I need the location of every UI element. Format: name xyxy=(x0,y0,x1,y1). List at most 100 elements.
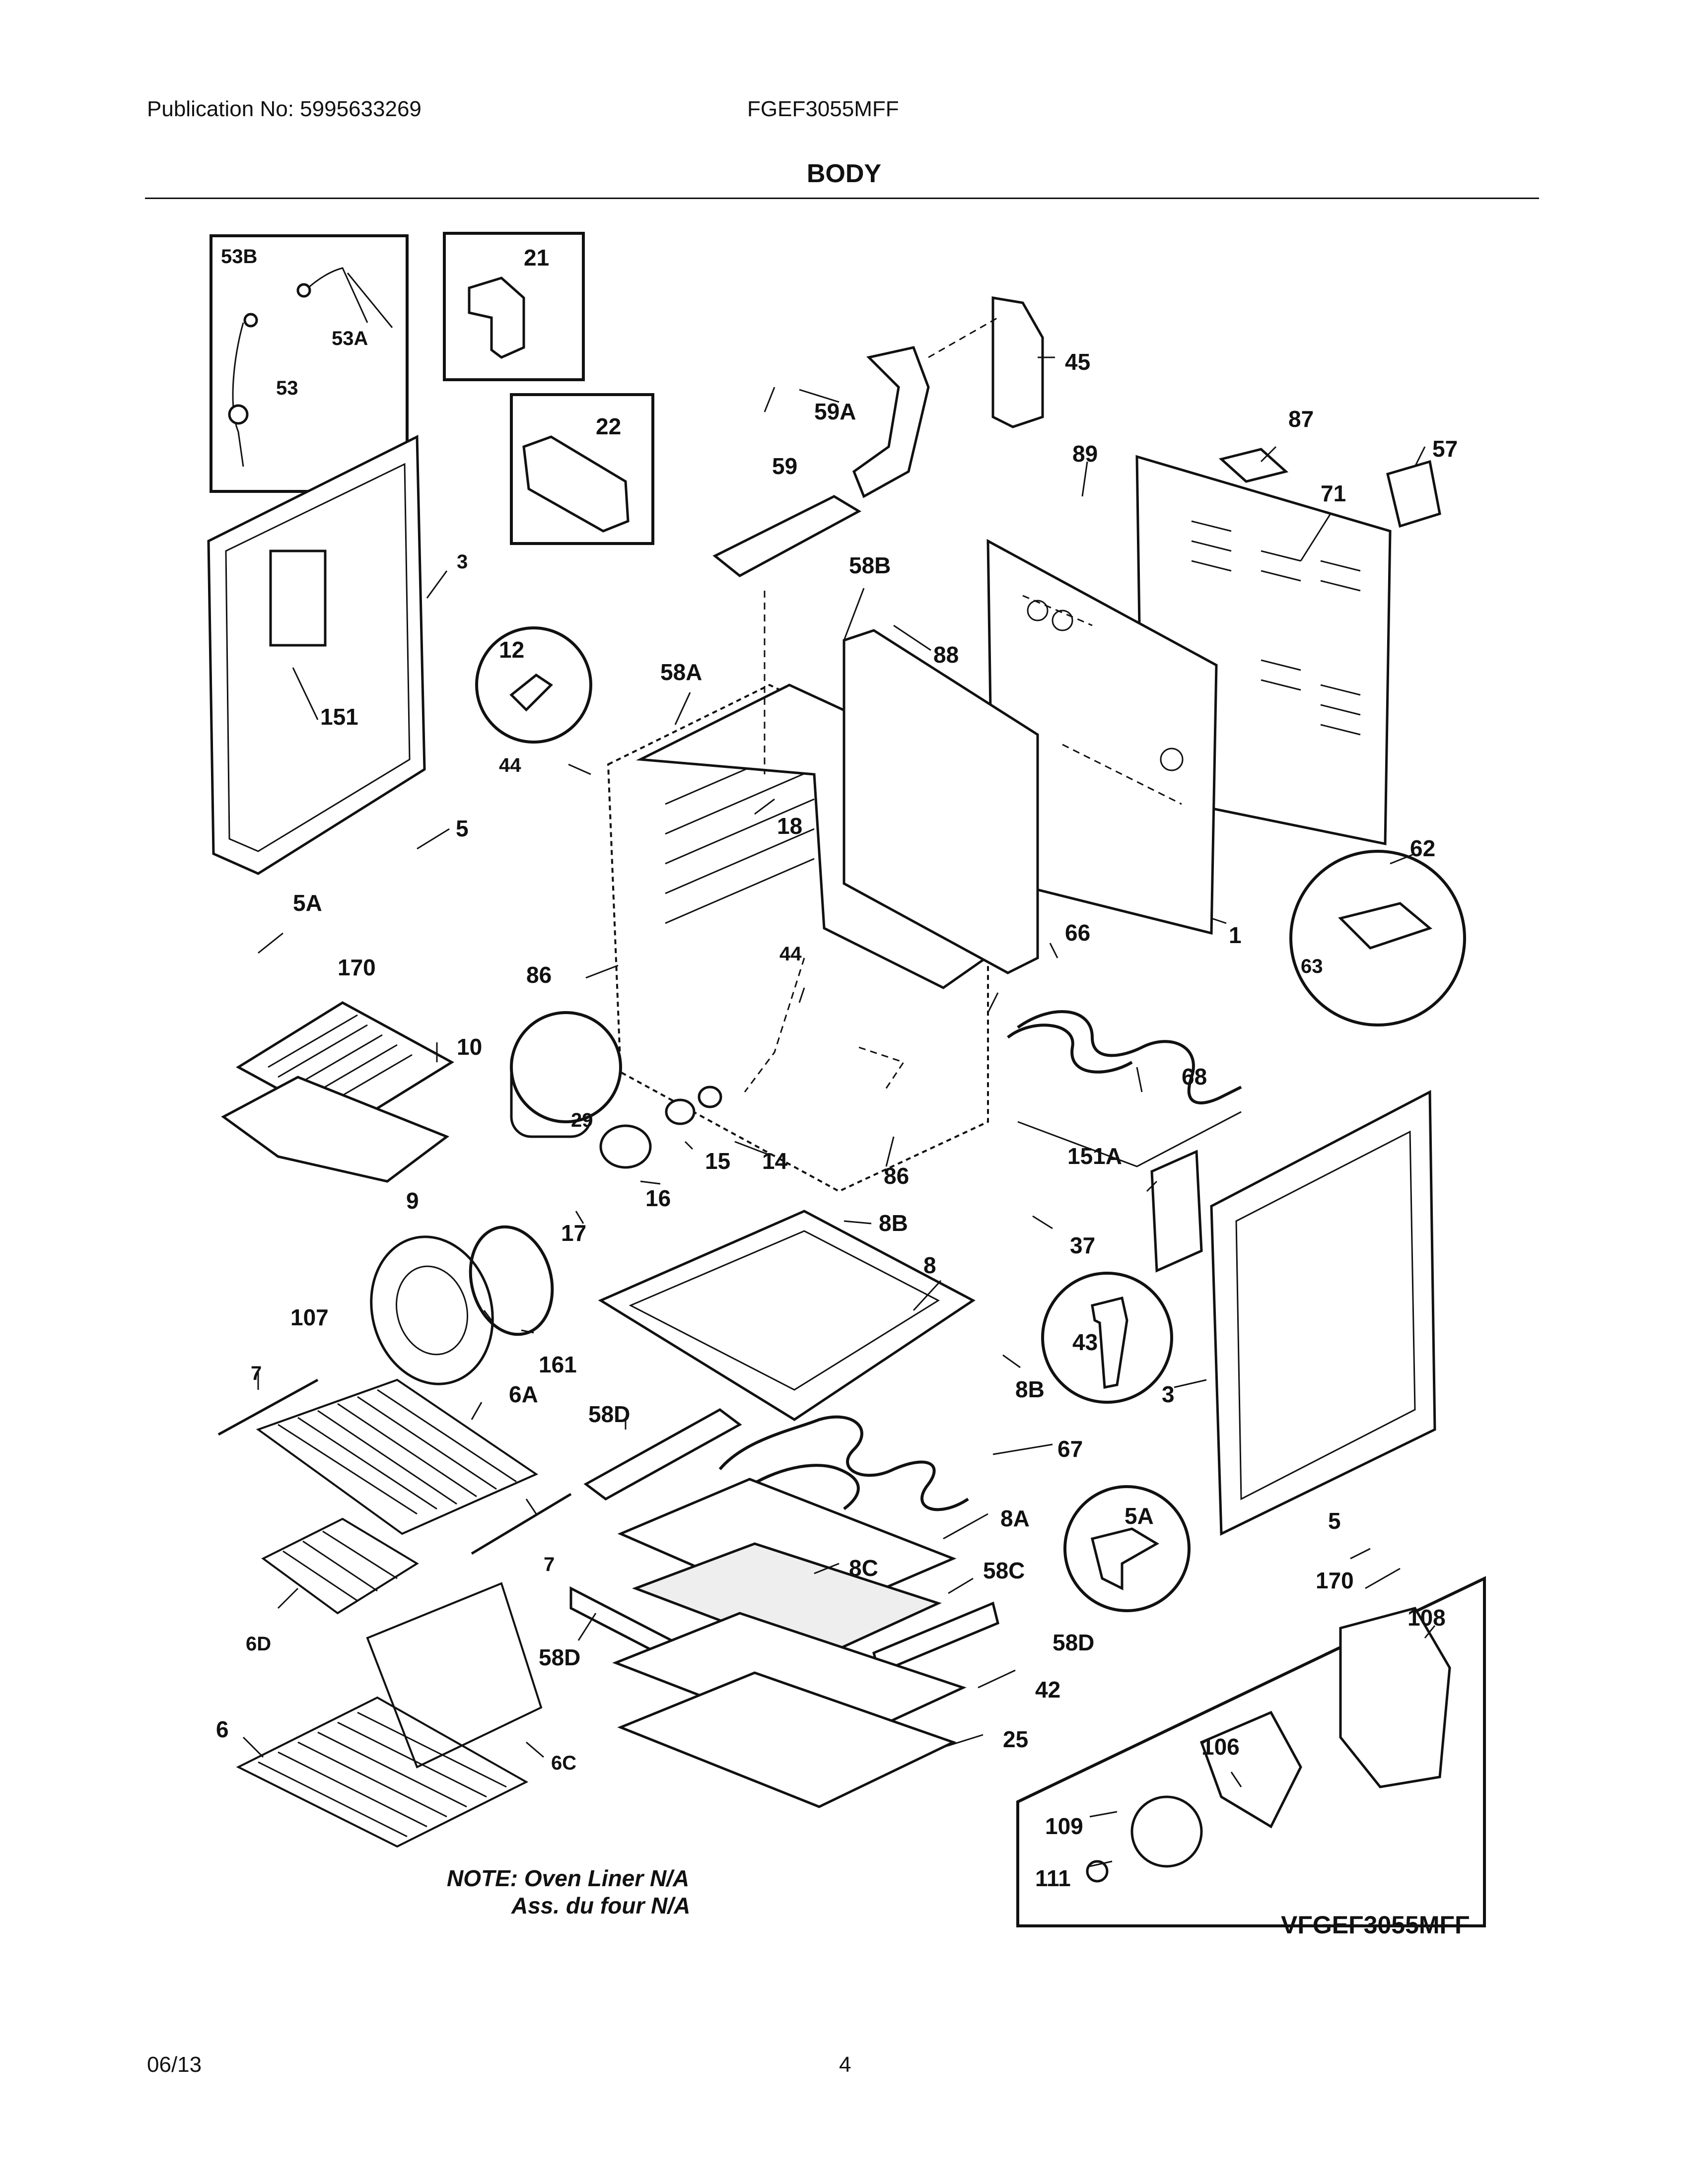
callout-8Bb: 8B xyxy=(1015,1376,1045,1402)
callout-67: 67 xyxy=(1057,1436,1083,1462)
model-number: FGEF3055MFF xyxy=(747,97,899,121)
callout-58Db: 58D xyxy=(539,1644,580,1670)
callout-14: 14 xyxy=(762,1148,788,1174)
callout-58B: 58B xyxy=(849,552,891,578)
rack-6D xyxy=(261,1517,419,1615)
callout-170a: 170 xyxy=(338,955,376,980)
callout-1: 1 xyxy=(1229,922,1242,948)
bracket-45 xyxy=(991,296,1044,428)
callout-161: 161 xyxy=(539,1352,577,1377)
callout-8: 8 xyxy=(923,1252,936,1278)
callout-71: 71 xyxy=(1321,480,1346,506)
callout-5b: 5 xyxy=(1328,1508,1341,1534)
callout-58Dc: 58D xyxy=(1053,1630,1094,1655)
callout-111: 111 xyxy=(1035,1865,1071,1891)
callout-87: 87 xyxy=(1288,406,1314,432)
page-title: BODY xyxy=(806,159,882,188)
publication-number: Publication No: 5995633269 xyxy=(147,97,422,121)
rack-6A xyxy=(256,1378,539,1535)
bracket-151A xyxy=(1150,1150,1203,1273)
callout-57: 57 xyxy=(1432,436,1458,462)
callout-106: 106 xyxy=(1201,1734,1240,1760)
callout-7b: 7 xyxy=(544,1554,555,1575)
callout-44b: 44 xyxy=(779,943,802,965)
fan-cover-107 xyxy=(370,1235,494,1385)
callout-45: 45 xyxy=(1065,349,1090,375)
footer-date: 06/13 xyxy=(147,2052,202,2077)
callout-7a: 7 xyxy=(251,1363,262,1384)
callout-107: 107 xyxy=(290,1304,329,1330)
callout-44a: 44 xyxy=(499,754,521,776)
callout-22: 22 xyxy=(596,413,621,439)
callout-8A: 8A xyxy=(1000,1505,1030,1531)
callout-86a: 86 xyxy=(526,962,552,988)
callout-labels: 53B 53A 53 21 22 3 151 12 44 5 5A 170 45… xyxy=(216,245,1458,1891)
callout-109: 109 xyxy=(1045,1813,1083,1839)
rack-supports-7 xyxy=(217,1378,572,1555)
callout-10: 10 xyxy=(457,1034,482,1060)
callout-6A: 6A xyxy=(509,1381,538,1407)
inset-sensor xyxy=(210,234,409,493)
callout-151A: 151A xyxy=(1067,1143,1122,1169)
note-line-2: Ass. du four N/A xyxy=(511,1893,690,1918)
detail-circle-12 xyxy=(475,626,592,744)
callout-37: 37 xyxy=(1070,1232,1095,1258)
duct-59A xyxy=(852,346,930,498)
vent-59 xyxy=(712,495,862,577)
callout-6C: 6C xyxy=(551,1752,576,1774)
callout-89: 89 xyxy=(1072,441,1098,467)
callout-15: 15 xyxy=(705,1148,730,1174)
header-rule xyxy=(145,198,1539,199)
detail-circle-29 xyxy=(510,1011,622,1123)
callout-8B: 8B xyxy=(879,1210,908,1236)
inset-convection-fan xyxy=(1016,1576,1486,1927)
element-67 xyxy=(718,1415,969,1511)
callout-6D: 6D xyxy=(246,1633,271,1655)
callout-42: 42 xyxy=(1035,1677,1060,1703)
inset-part-21 xyxy=(443,232,585,381)
callout-53: 53 xyxy=(276,377,298,399)
callout-25: 25 xyxy=(1003,1726,1028,1752)
leader-lines xyxy=(242,356,1436,1867)
callout-21: 21 xyxy=(524,245,549,271)
inset-model-label: VFGEF3055MFF xyxy=(1281,1911,1470,1939)
callout-58C: 58C xyxy=(983,1558,1025,1583)
callout-3a: 3 xyxy=(457,551,468,573)
callout-8C: 8C xyxy=(849,1555,878,1581)
callout-108: 108 xyxy=(1407,1605,1446,1631)
callout-5a: 5 xyxy=(456,816,469,841)
detail-circle-43 xyxy=(1041,1272,1173,1404)
callout-18: 18 xyxy=(777,813,802,839)
callout-17: 17 xyxy=(561,1220,586,1246)
element-66 xyxy=(1007,1010,1242,1104)
assembly-lines xyxy=(744,317,1182,1092)
bracket-87 xyxy=(1218,448,1289,483)
callout-66: 66 xyxy=(1065,920,1090,946)
callout-62: 62 xyxy=(1410,835,1435,861)
oven-bottom-8 xyxy=(598,1210,976,1421)
callout-29: 29 xyxy=(571,1109,593,1131)
callout-3b: 3 xyxy=(1162,1381,1175,1407)
note-line-1: NOTE: Oven Liner N/A xyxy=(447,1865,689,1891)
callout-9: 9 xyxy=(406,1188,419,1214)
callout-5Ab: 5A xyxy=(1125,1503,1154,1529)
callout-170b: 170 xyxy=(1316,1568,1354,1593)
right-side-panel xyxy=(1210,1090,1436,1536)
callout-88: 88 xyxy=(933,642,959,668)
callout-68: 68 xyxy=(1182,1064,1207,1090)
callout-53A: 53A xyxy=(332,328,368,349)
callout-16: 16 xyxy=(645,1185,671,1211)
callout-86b: 86 xyxy=(884,1163,909,1189)
broil-pan-9 xyxy=(221,1076,450,1183)
callout-151: 151 xyxy=(320,704,358,730)
shield-68 xyxy=(1017,1111,1242,1167)
callout-59A: 59A xyxy=(814,399,856,424)
callout-58A: 58A xyxy=(660,659,702,685)
callout-43: 43 xyxy=(1072,1329,1098,1355)
detail-circle-5A xyxy=(1063,1485,1191,1612)
gasket-161 xyxy=(469,1225,554,1336)
callout-63: 63 xyxy=(1301,956,1323,977)
callout-58Da: 58D xyxy=(588,1401,630,1427)
callout-59: 59 xyxy=(772,453,797,479)
